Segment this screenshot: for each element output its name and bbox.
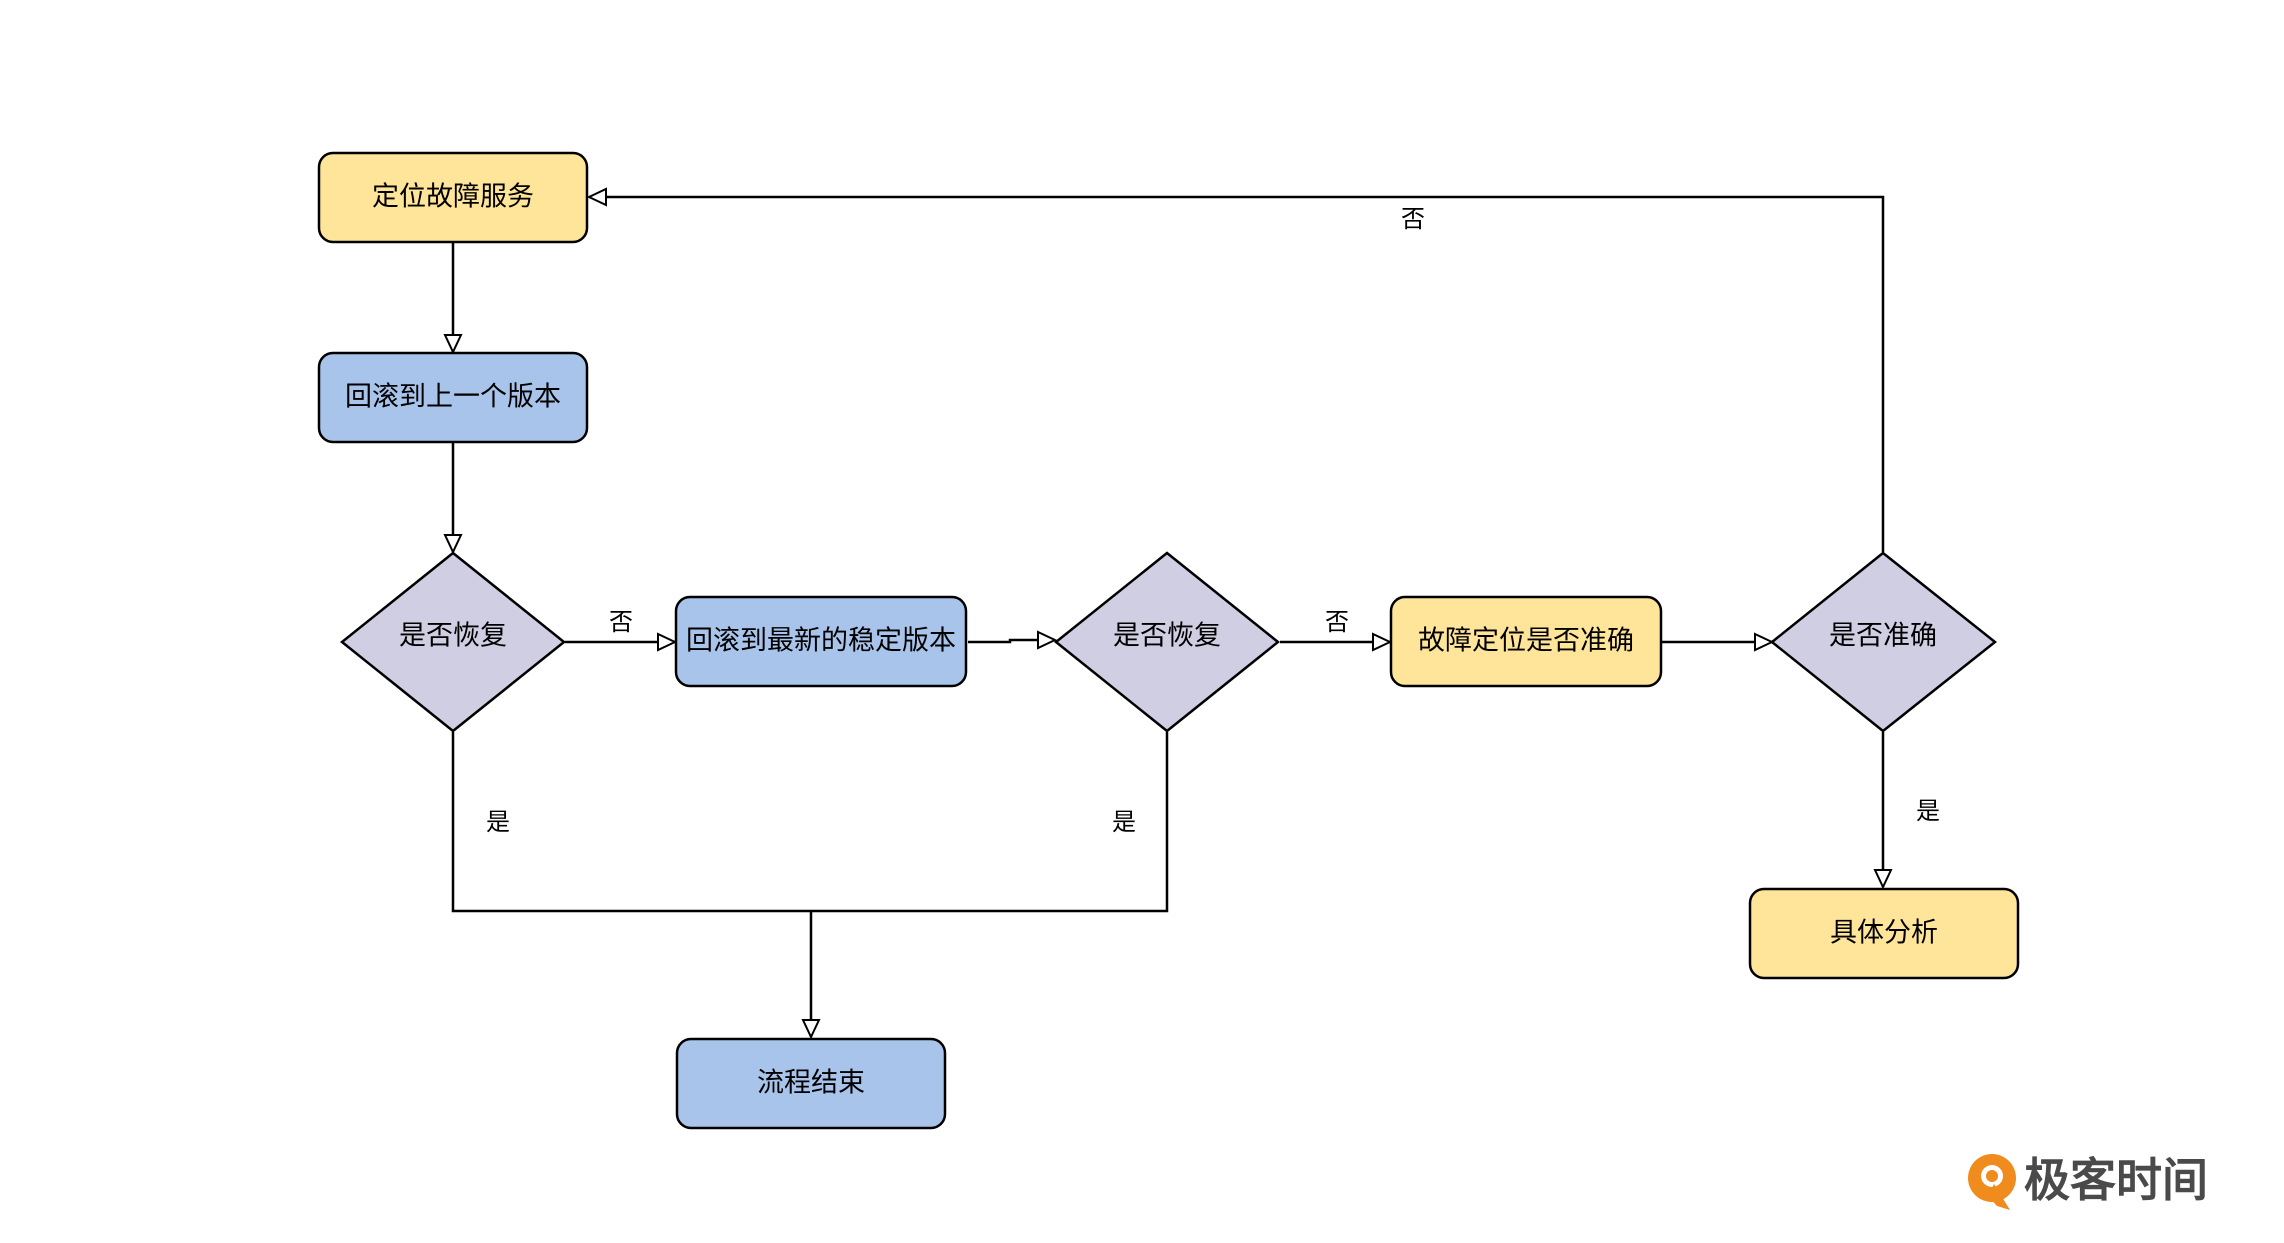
node-recovered-1: 是否恢复	[340, 551, 566, 733]
geektime-logo-icon	[1968, 1154, 2016, 1210]
node-locate-accurate: 故障定位是否准确	[1389, 595, 1663, 688]
edge-label-no-1: 否	[609, 608, 633, 636]
edge-label-yes-3: 是	[1916, 797, 1940, 825]
node-locate-accurate-label: 故障定位是否准确	[1418, 626, 1634, 657]
node-recovered-2: 是否恢复	[1054, 551, 1280, 733]
node-locate-service: 定位故障服务	[317, 151, 589, 244]
edge-label-no-2: 否	[1325, 608, 1349, 636]
node-recovered-2-label: 是否恢复	[1113, 621, 1221, 652]
edge-rollback-stable-to-recovered-2	[968, 640, 1055, 642]
node-rollback-stable-label: 回滚到最新的稳定版本	[686, 626, 956, 657]
geektime-logo-text: 极客时间	[2024, 1153, 2208, 1207]
node-end: 流程结束	[675, 1037, 947, 1130]
node-end-label: 流程结束	[757, 1068, 865, 1099]
edge-label-no-3: 否	[1401, 205, 1425, 233]
node-analysis-label: 具体分析	[1830, 918, 1938, 949]
edge-labels: 否 否 否 是 是 是	[486, 205, 1940, 836]
geektime-logo: 极客时间	[1968, 1153, 2208, 1210]
edge-label-yes-2: 是	[1112, 808, 1136, 836]
node-accurate: 是否准确	[1770, 551, 1998, 733]
node-rollback-prev: 回滚到上一个版本	[317, 351, 589, 444]
edge-accurate-to-locate-service	[589, 197, 1885, 552]
node-recovered-1-label: 是否恢复	[399, 621, 507, 652]
node-analysis: 具体分析	[1748, 887, 2020, 980]
node-rollback-prev-label: 回滚到上一个版本	[345, 382, 561, 413]
edge-recovered-1-to-end	[451, 732, 1169, 913]
node-locate-service-label: 定位故障服务	[372, 182, 534, 213]
edge-label-yes-1: 是	[486, 808, 510, 836]
edges	[453, 197, 1883, 1037]
node-rollback-stable: 回滚到最新的稳定版本	[674, 595, 968, 688]
node-accurate-label: 是否准确	[1829, 621, 1937, 652]
